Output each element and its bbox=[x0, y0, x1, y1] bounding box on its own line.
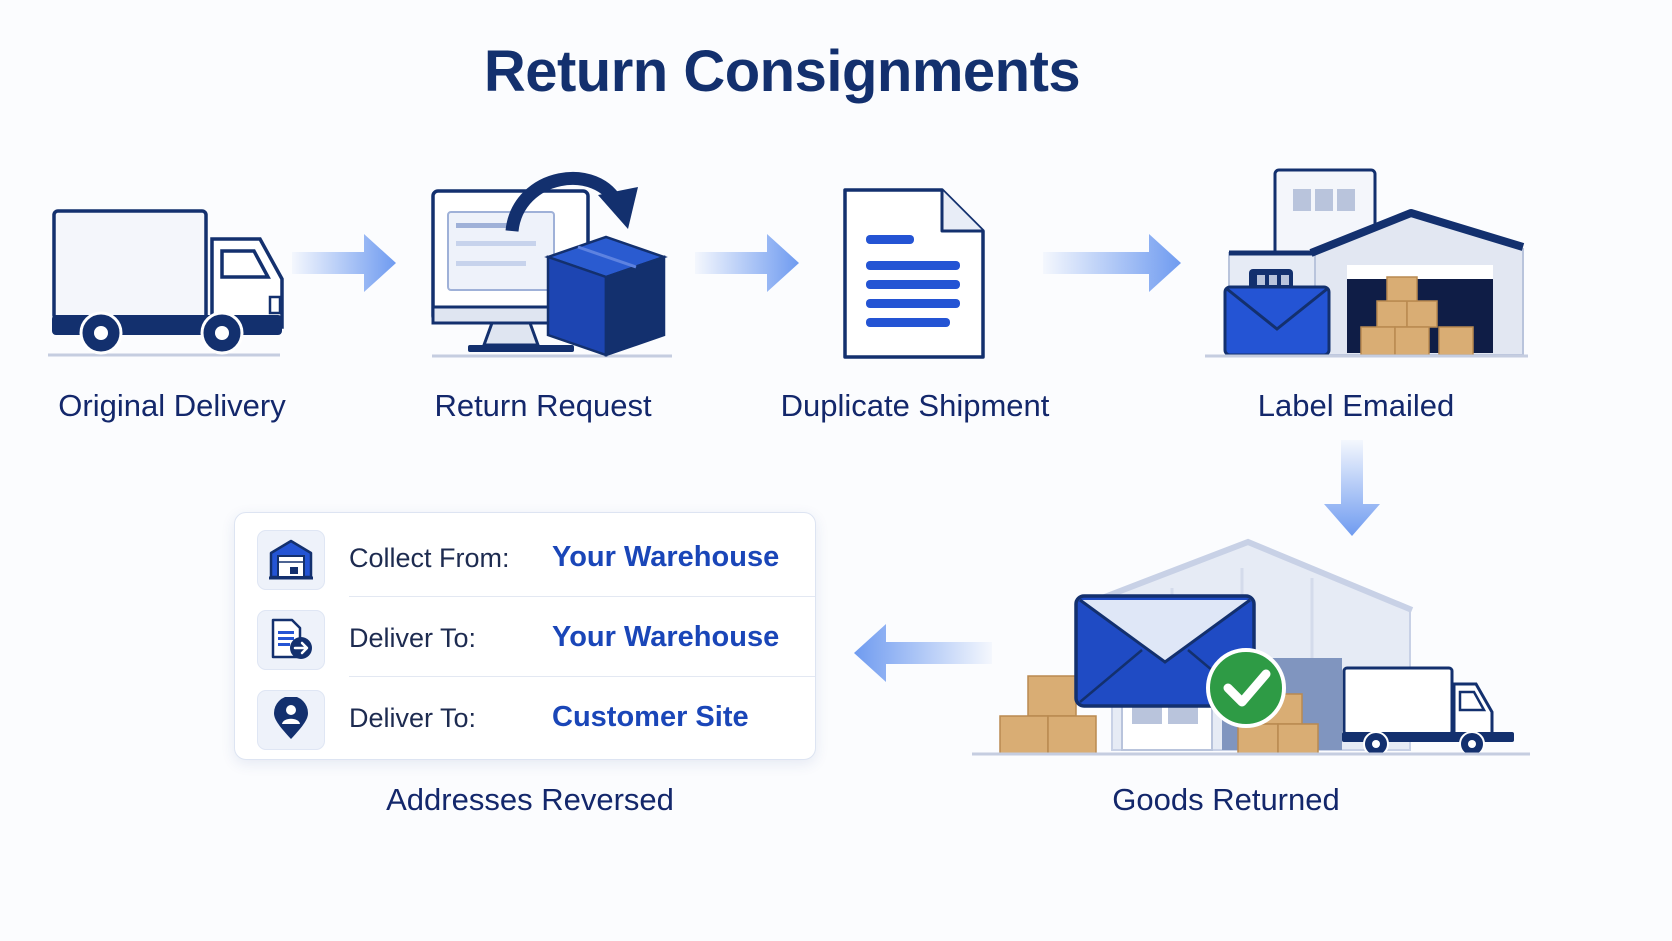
row-divider bbox=[349, 596, 815, 597]
flow-arrow-right-icon bbox=[1043, 234, 1181, 292]
step-label-goods-returned: Goods Returned bbox=[1112, 782, 1340, 817]
address-label: Deliver To: bbox=[349, 623, 477, 653]
address-value: Customer Site bbox=[552, 701, 749, 733]
page-title: Return Consignments bbox=[483, 39, 1081, 104]
warehouse-icon-tile bbox=[257, 530, 325, 590]
flow-arrow-right-icon bbox=[695, 234, 799, 292]
address-row-collect-from: Collect From: Your Warehouse bbox=[235, 517, 815, 597]
flow-arrow-down-icon bbox=[1324, 440, 1380, 536]
address-card: Collect From: Your Warehouse Deliver To:… bbox=[234, 512, 816, 760]
step-label-addresses-reversed: Addresses Reversed bbox=[386, 782, 674, 817]
location-pin-person-icon-tile bbox=[257, 690, 325, 750]
address-row-deliver-to-warehouse: Deliver To: Your Warehouse bbox=[235, 597, 815, 677]
step-label-duplicate-shipment: Duplicate Shipment bbox=[780, 388, 1050, 423]
address-label: Collect From: bbox=[349, 543, 510, 573]
row-divider bbox=[349, 676, 815, 677]
address-value: Your Warehouse bbox=[552, 541, 780, 573]
delivery-truck-icon bbox=[48, 209, 284, 357]
goods-returned-icon bbox=[972, 538, 1530, 757]
document-arrow-icon bbox=[271, 618, 312, 659]
return-request-icon bbox=[431, 172, 672, 358]
address-label: Deliver To: bbox=[349, 703, 477, 733]
step-label-return-request: Return Request bbox=[434, 388, 652, 423]
address-value: Your Warehouse bbox=[552, 621, 780, 653]
step-label-label-emailed: Label Emailed bbox=[1257, 388, 1455, 423]
flow-arrow-left-icon bbox=[854, 624, 992, 682]
flow-arrow-right-icon bbox=[292, 234, 396, 292]
warehouse-envelope-icon bbox=[1205, 168, 1528, 358]
document-icon bbox=[843, 188, 985, 359]
location-pin-person-icon bbox=[274, 697, 308, 739]
step-label-original-delivery: Original Delivery bbox=[58, 388, 286, 423]
warehouse-icon bbox=[269, 539, 313, 580]
address-row-deliver-to-customer: Deliver To: Customer Site bbox=[235, 677, 815, 757]
document-arrow-icon-tile bbox=[257, 610, 325, 670]
